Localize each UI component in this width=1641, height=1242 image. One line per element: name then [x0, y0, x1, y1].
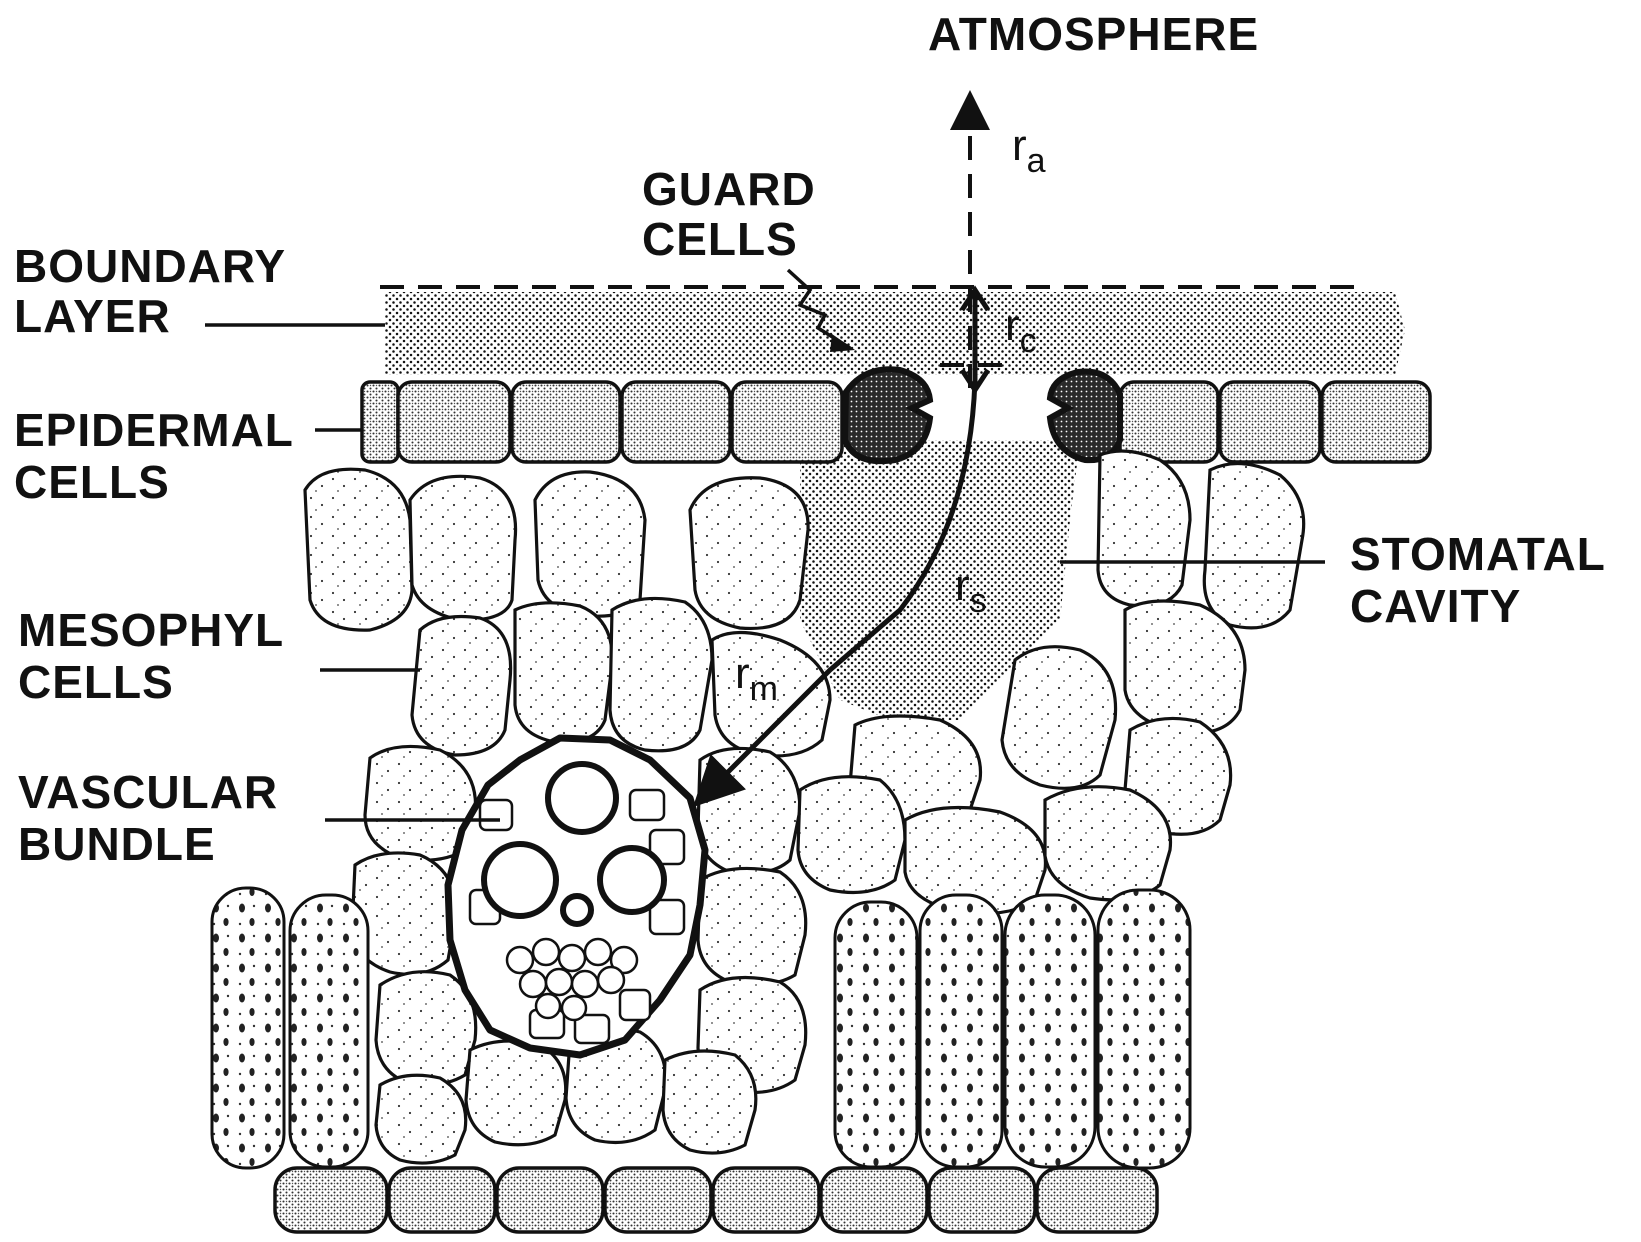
label-stomatal-cavity: STOMATAL CAVITY	[1350, 528, 1619, 632]
label-epidermal-cells: EPIDERMAL CELLS	[14, 404, 307, 508]
label-mesophyl-cells: MESOPHYL CELLS	[18, 604, 297, 708]
xylem-vessel	[484, 844, 556, 916]
xylem-vessel	[548, 764, 616, 832]
xylem-vessel	[563, 896, 591, 924]
guard-cell-left	[845, 369, 930, 461]
label-atmosphere: ATMOSPHERE	[928, 8, 1259, 60]
xylem-vessel	[600, 848, 664, 912]
lower-epidermis	[275, 1168, 1157, 1232]
label-guard-cells: GUARD CELLS	[642, 163, 829, 265]
label-vascular-bundle: VASCULAR BUNDLE	[18, 766, 292, 870]
boundary-layer	[380, 287, 1405, 375]
vascular-bundle	[448, 738, 705, 1055]
guard-cell-right	[1050, 371, 1120, 460]
r-a-symbol: ra	[1012, 121, 1046, 180]
